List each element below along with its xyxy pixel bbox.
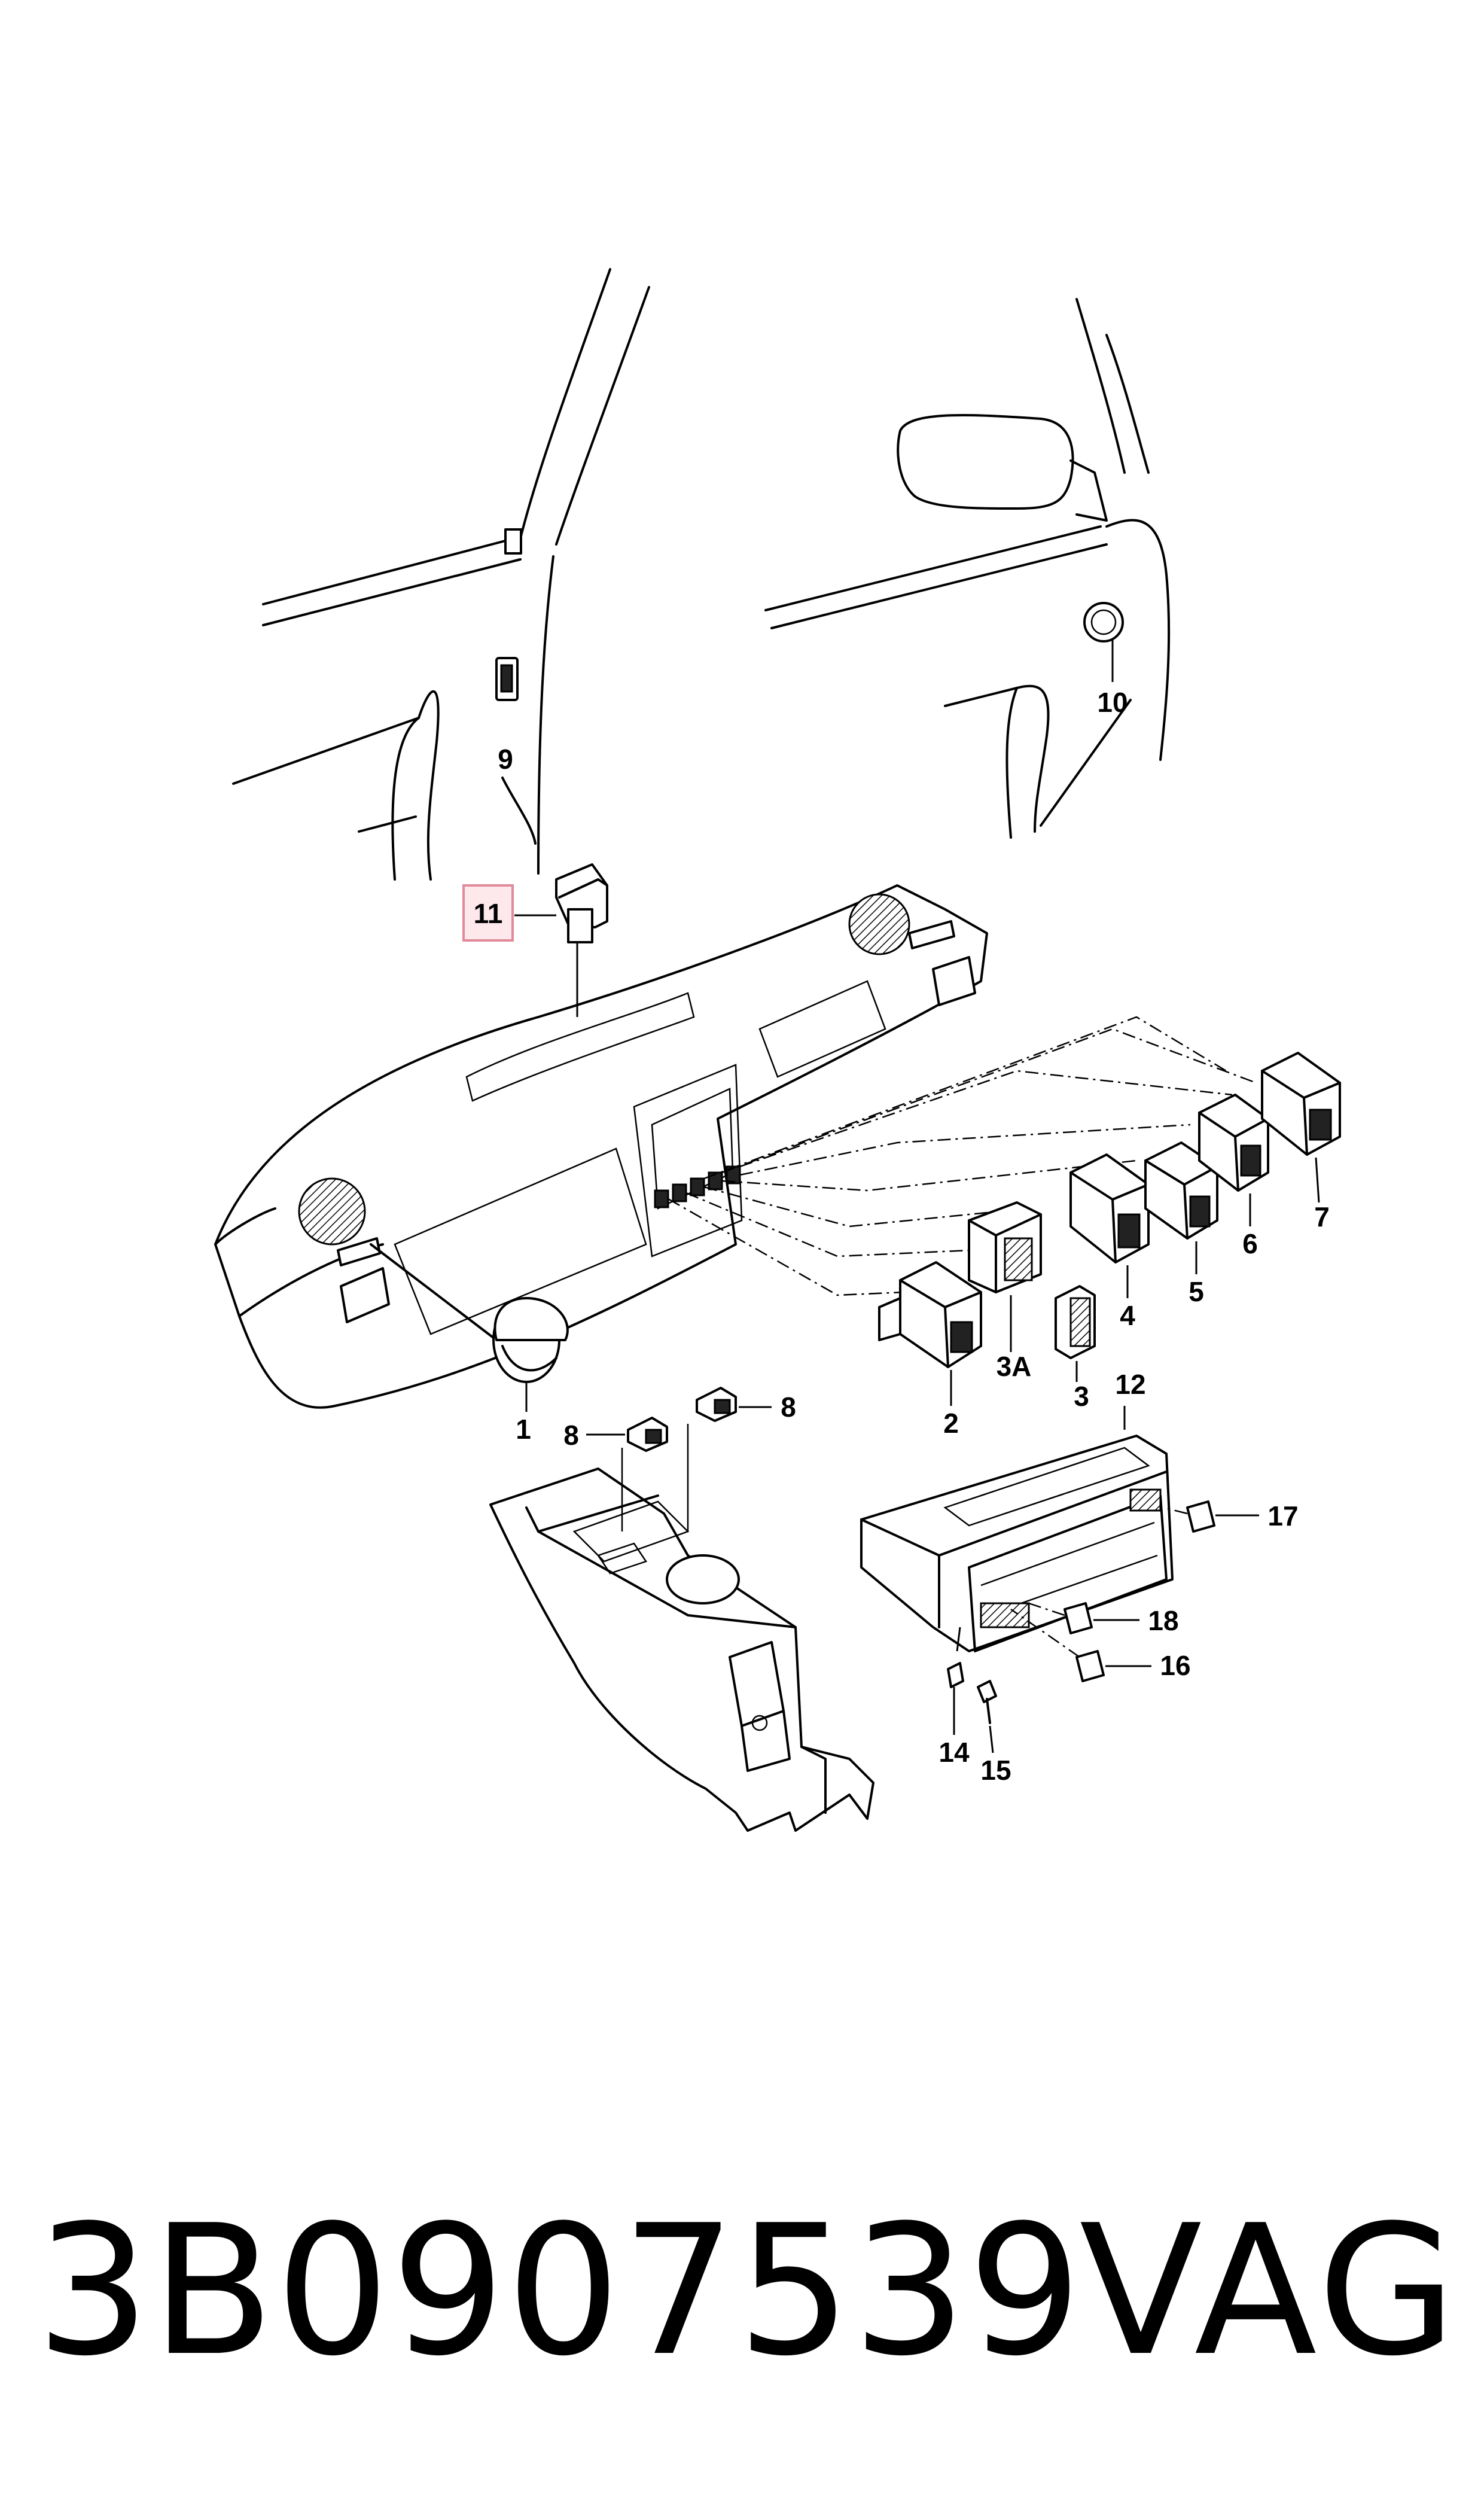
callout-1[interactable]: 1 [516,1414,531,1445]
part-14-drawing [947,1627,964,1735]
callout-5[interactable]: 5 [1189,1276,1204,1307]
brand-name: VAG [1079,2187,1460,2395]
switch-5-drawing [1144,1141,1218,1274]
part-16-drawing [1010,1608,1151,1682]
callout-8-left[interactable]: 8 [563,1420,579,1451]
part-3a-drawing [968,1201,1042,1352]
callout-18[interactable]: 18 [1148,1605,1178,1636]
callout-11-highlight [462,884,514,942]
part-8-right-drawing [696,1387,772,1422]
callout-8-right[interactable]: 8 [781,1392,796,1423]
callout-11[interactable]: 11 [474,898,503,929]
center-console-drawing [489,1424,874,1832]
callout-14[interactable]: 14 [938,1737,970,1768]
switch-7-drawing [1261,1052,1341,1203]
parts-diagram: 11 9 10 1 2 3 3A 4 5 6 7 8 8 12 14 15 16… [214,268,1341,1832]
part-12-drawing [860,1406,1174,1652]
part-number: 3B0907539 [36,2187,1083,2395]
callout-16[interactable]: 16 [1160,1650,1190,1681]
callout-10[interactable]: 10 [1097,687,1128,718]
switch-2-drawing [878,1261,982,1406]
callout-9[interactable]: 9 [498,744,513,775]
callout-4[interactable]: 4 [1120,1300,1135,1331]
part-11-drawing [514,863,608,1017]
part-15-drawing [977,1680,997,1753]
part-3-drawing [1055,1285,1096,1382]
right-door-drawing [764,298,1171,839]
routing-lines [668,1016,1257,1296]
callout-12[interactable]: 12 [1115,1369,1145,1400]
switch-6-drawing [1198,1094,1269,1226]
dashboard-drawing [214,884,988,1409]
callout-7[interactable]: 7 [1314,1201,1330,1232]
part-1-drawing [370,1243,569,1412]
switch-4-drawing [1069,1153,1150,1298]
callout-15[interactable]: 15 [980,1755,1011,1786]
left-door-drawing [232,268,650,881]
part-18-drawing [1028,1602,1139,1634]
part-17-drawing [1163,1500,1259,1533]
callout-17[interactable]: 17 [1267,1500,1298,1531]
callout-6[interactable]: 6 [1242,1228,1258,1259]
callout-3[interactable]: 3 [1074,1381,1089,1412]
callout-3a[interactable]: 3A [997,1351,1032,1382]
part-8-left-drawing [586,1417,668,1452]
callout-2[interactable]: 2 [943,1408,959,1439]
footer: 3B0907539 VAG [0,2172,1484,2459]
